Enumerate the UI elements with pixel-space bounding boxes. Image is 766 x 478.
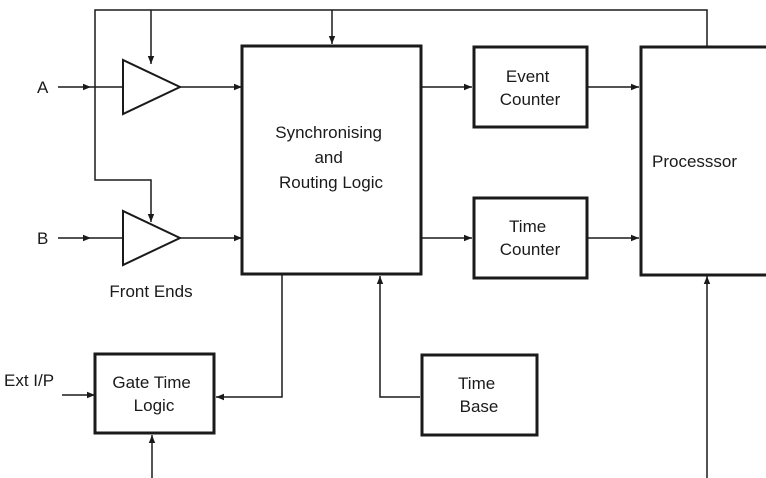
event-counter-label: Event Counter: [500, 67, 561, 109]
sync-logic-label: Synchronising and Routing Logic: [275, 123, 387, 192]
event-counter-block: [472, 45, 589, 129]
gate-time-logic-block: [93, 352, 216, 435]
processor-label: Processsor: [652, 152, 737, 171]
front-end-a-amplifier: [122, 58, 183, 116]
sync-routing-logic-block: [240, 44, 423, 276]
front-ends-caption: Front Ends: [109, 282, 192, 301]
front-end-b-amplifier: [122, 209, 183, 267]
processor-block: [639, 45, 766, 277]
time-base-to-sync: [376, 276, 420, 398]
input-b-label: B: [37, 229, 48, 248]
input-a-label: A: [37, 78, 49, 97]
top-feedback-bus: [94, 9, 708, 222]
time-counter-label: Time Counter: [500, 217, 561, 259]
sync-to-gate-logic: [216, 274, 283, 401]
gate-time-logic-label: Gate Time Logic: [112, 373, 195, 415]
time-base-block: [420, 353, 539, 437]
ext-input-label: Ext I/P: [4, 371, 54, 390]
time-base-label: Time Base: [458, 374, 500, 416]
time-counter-block: [472, 196, 589, 280]
